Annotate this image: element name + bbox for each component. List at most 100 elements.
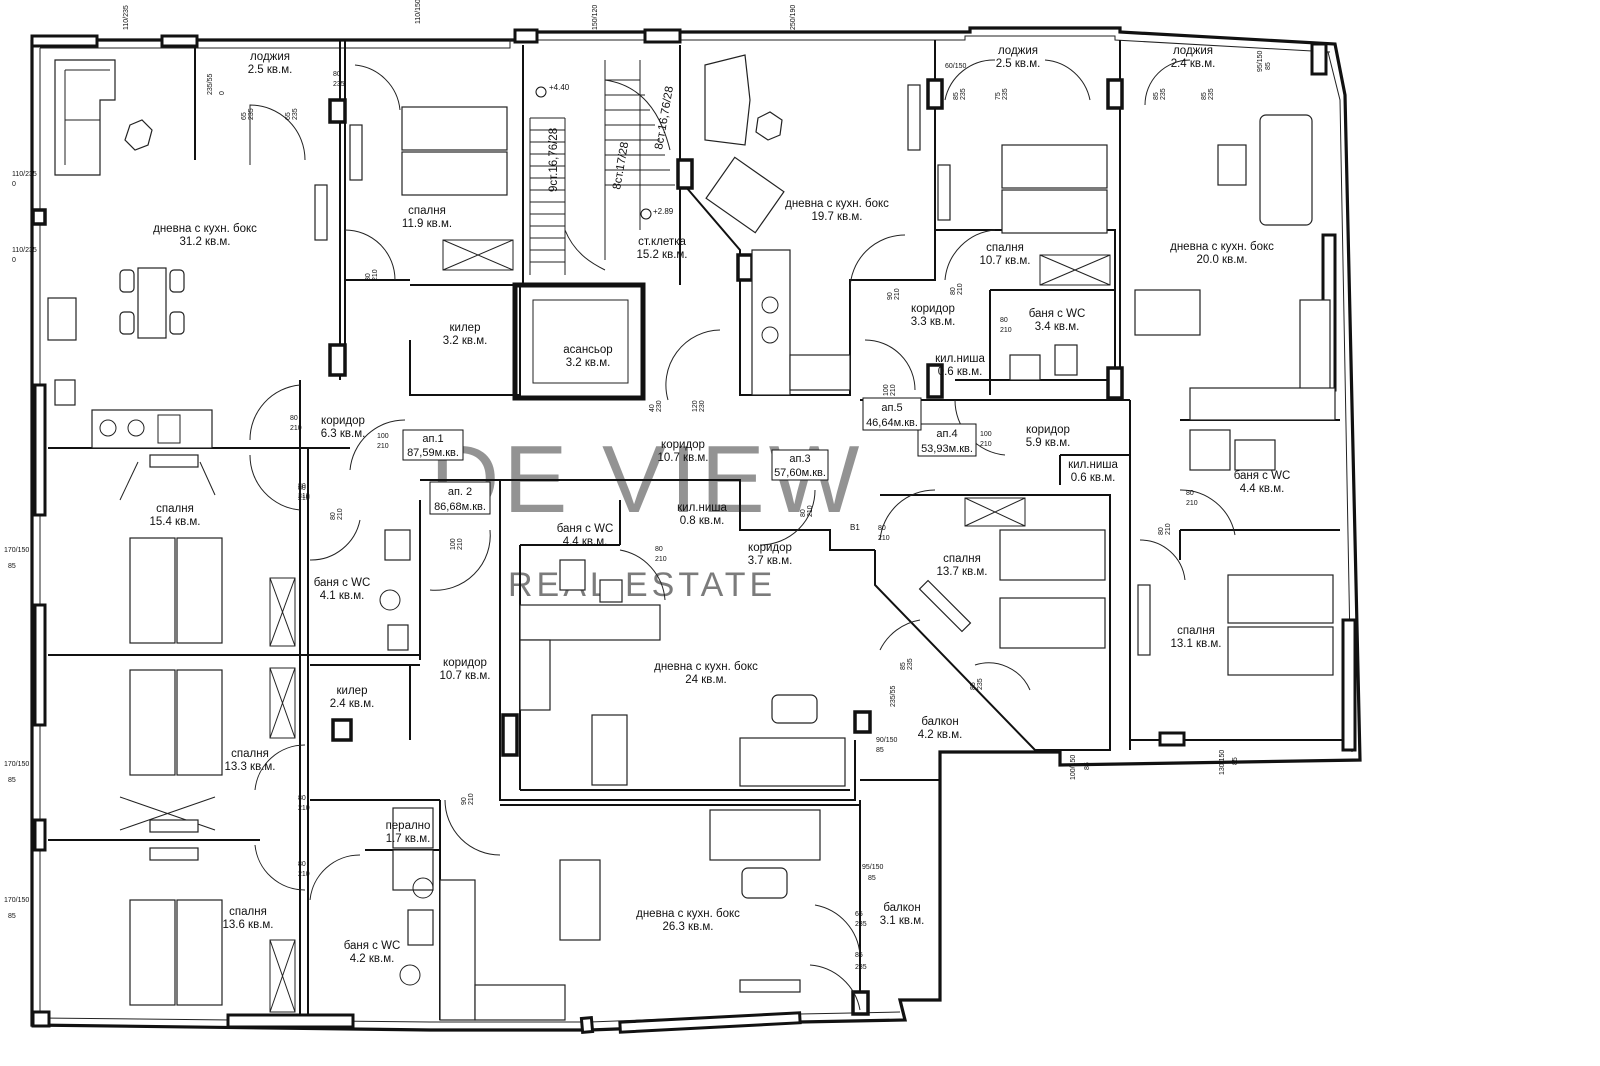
dimension-tag: 170/150 (4, 897, 29, 904)
dimension-tag: 210 (655, 556, 667, 563)
svg-text:ап. 2: ап. 2 (448, 486, 472, 498)
columns (31, 78, 1124, 1016)
dimension-tag: 80 (1186, 490, 1194, 497)
room-area: 10.7 кв.м. (657, 452, 708, 464)
room-name: дневна с кухн. бокс (785, 198, 889, 210)
dimension-tag: 80 (365, 273, 372, 281)
room-name: баня с WC (1234, 470, 1291, 482)
apartment-tag-ap4: ап.4 53,93м.кв. (917, 423, 977, 457)
dimension-tag: 85 (1153, 92, 1160, 100)
dimension-tag: 40 (649, 404, 656, 412)
svg-text:ап.4: ап.4 (936, 428, 957, 440)
dimension-tag: 235/55 (890, 685, 897, 707)
tag-b1: B1 (850, 523, 860, 532)
svg-text:+2.89: +2.89 (653, 207, 674, 216)
dimension-tag: 210 (298, 495, 310, 502)
dimension-tag: 210 (298, 871, 310, 878)
dimension-tag: 85 (1201, 92, 1208, 100)
room-name: спалня (231, 748, 269, 760)
dimension-tag: 235 (855, 921, 867, 928)
room-name: дневна с кухн. бокс (654, 661, 758, 673)
room-name: балкон (921, 716, 958, 728)
room-label: баня с WC4.4 кв.м. (557, 523, 614, 548)
dimension-tag: 210 (457, 538, 464, 550)
dimension-tag: 80 (298, 483, 306, 490)
dimension-tag: 170/150 (4, 761, 29, 768)
dimension-tag: 235 (977, 678, 984, 690)
apartment-tag-ap5: ап.5 46,64м.кв. (862, 397, 922, 431)
dimension-tag: 85 (1084, 762, 1091, 770)
svg-text:+4.40: +4.40 (549, 83, 570, 92)
dimension-tag: 85 (900, 662, 907, 670)
svg-text:53,93м.кв.: 53,93м.кв. (921, 443, 973, 455)
dimension-tag: 65 (241, 112, 248, 120)
stair-flight-2: 8ст.17/28 (611, 141, 631, 190)
dimension-tag: 230 (656, 400, 663, 412)
dimension-tag: 110/235 (12, 247, 37, 254)
dimension-tag: 95/150 (862, 864, 884, 871)
room-area: 24 кв.м. (685, 674, 726, 686)
dimension-tag: 80 (290, 415, 298, 422)
room-name: кил.ниша (677, 502, 727, 514)
dimension-tag: 80 (330, 512, 337, 520)
room-name: килер (450, 322, 481, 334)
svg-text:87,59м.кв.: 87,59м.кв. (407, 447, 459, 459)
room-area: 13.1 кв.м. (1170, 638, 1221, 650)
room-area: 3.7 кв.м. (748, 555, 793, 567)
room-area: 3.1 кв.м. (880, 915, 925, 927)
svg-text:ап.3: ап.3 (789, 453, 810, 465)
dimension-tag: 235 (292, 108, 299, 120)
room-area: 4.2 кв.м. (918, 729, 963, 741)
dimension-tag: 210 (372, 269, 379, 281)
level-marker-bottom: +2.89 (640, 207, 674, 220)
dimension-tag: 235 (960, 88, 967, 100)
dimension-tag: 85 (8, 777, 16, 784)
room-name: дневна с кухн. бокс (153, 223, 257, 235)
dimension-tag: 0 (219, 91, 226, 95)
dimension-tag: 85 (8, 563, 16, 570)
room-name: балкон (883, 902, 920, 914)
dimension-tag: 235 (248, 108, 255, 120)
dimension-tag: 80 (655, 546, 663, 553)
dimension-tag: 210 (468, 793, 475, 805)
room-label: баня с WC3.4 кв.м. (1029, 308, 1086, 333)
dimension-tag: 210 (377, 443, 389, 450)
room-area: 3.2 кв.м. (566, 357, 611, 369)
room-label: баня с WC4.2 кв.м. (344, 940, 401, 965)
dimension-tag: 85 (970, 682, 977, 690)
door-swings (249, 59, 1236, 1011)
room-area: 13.6 кв.м. (222, 919, 273, 931)
room-name: спалня (1177, 625, 1215, 637)
room-name: баня с WC (314, 577, 371, 589)
room-name: коридор (748, 542, 792, 554)
room-area: 31.2 кв.м. (179, 236, 230, 248)
dimension-tag: 110/235 (123, 5, 130, 30)
dimension-tag: 210 (1165, 523, 1172, 535)
dimension-tag: 85 (1232, 757, 1239, 765)
dimension-tag: 80 (298, 485, 306, 492)
dimension-tag: 65 (855, 911, 863, 918)
room-area: 4.1 кв.м. (320, 590, 365, 602)
dimension-tag: 210 (957, 283, 964, 295)
room-area: 11.9 кв.м. (402, 218, 452, 230)
room-label: баня с WC4.4 кв.м. (1234, 470, 1291, 495)
dimension-tag: 100 (980, 431, 992, 438)
level-marker-top: +4.40 (535, 83, 570, 98)
dimension-tag: 210 (337, 508, 344, 520)
